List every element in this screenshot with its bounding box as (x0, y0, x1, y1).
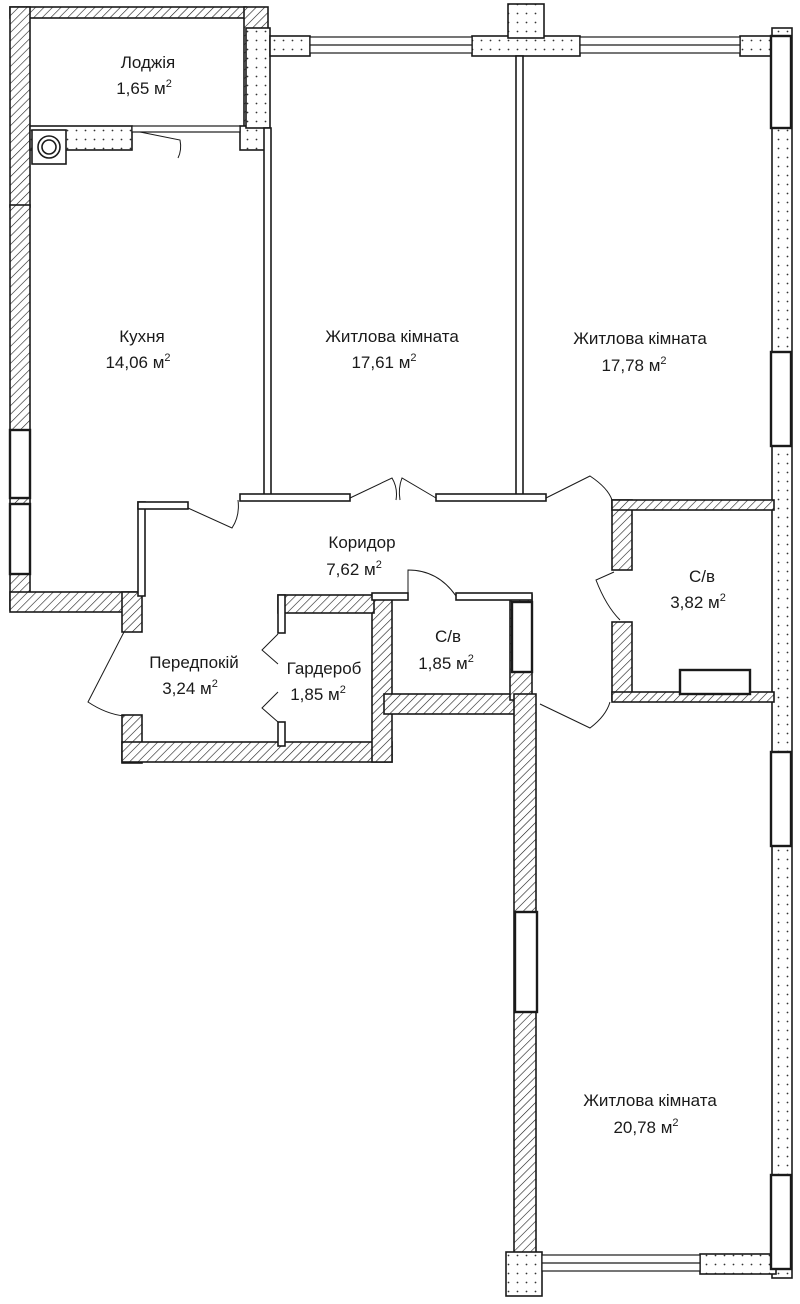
door-wardrobe-1 (261, 633, 279, 665)
room-name-kitchen: Кухня (119, 327, 165, 346)
windows (131, 36, 741, 1272)
room-area-bath-small: 1,85 м2 (418, 653, 474, 673)
partition-bath-small-top-right (455, 592, 533, 601)
room-area-living3: 20,78 м2 (613, 1117, 678, 1137)
room-name-bath-small: С/в (435, 627, 461, 646)
wall-right-exterior (771, 27, 793, 1279)
room-area-corridor: 7,62 м2 (326, 559, 382, 579)
partition-corridor-kitchen (137, 501, 146, 597)
room-name-bath-large: С/в (689, 567, 715, 586)
wall-bath-large-left-lower (611, 621, 633, 701)
room-name-wardrobe: Гардероб (287, 659, 362, 678)
room-area-kitchen: 14,06 м2 (105, 352, 170, 372)
room-name-living2: Житлова кімната (573, 329, 707, 348)
wall-bottom-segment (699, 1253, 777, 1275)
pylon-bath-large (678, 668, 752, 696)
partition-rooms-corridor-2 (435, 493, 547, 502)
door-loggia (139, 131, 182, 159)
vent-shaft (31, 129, 67, 165)
window-loggia-door (131, 125, 241, 133)
pylon-left-2 (8, 502, 32, 576)
wall-bath-large-top (611, 499, 775, 511)
room-area-hall: 3,24 м2 (162, 678, 218, 698)
partition-rooms-corridor-1 (239, 493, 351, 502)
partition-living1-living2 (515, 55, 524, 501)
pylon-right-4 (769, 1173, 793, 1271)
pylon-interior (513, 910, 539, 1014)
partition-wardrobe-left-upper (277, 594, 286, 634)
doors (87, 131, 621, 729)
room-area-loggia: 1,65 м2 (116, 78, 172, 98)
partition-wardrobe-left-lower (277, 721, 286, 747)
door-wardrobe-2 (261, 691, 279, 723)
door-kitchen (187, 499, 239, 529)
room-name-corridor: Коридор (328, 533, 395, 552)
door-hall-entry (87, 631, 125, 717)
wall-hall-bottom (121, 741, 393, 763)
wall-loggia-left (9, 6, 31, 208)
pylon-right-3 (769, 750, 793, 848)
wall-corridor-left-stub (121, 591, 143, 633)
pylon-right-1 (769, 34, 793, 130)
door-bath-large (595, 571, 621, 621)
wall-wardrobe-right (371, 594, 393, 763)
wall-wardrobe-top (277, 594, 375, 614)
room-area-wardrobe: 1,85 м2 (290, 684, 346, 704)
partition-corridor-kitchen-top (137, 501, 189, 510)
room-name-living1: Житлова кімната (325, 327, 459, 346)
room-name-loggia: Лоджія (121, 53, 176, 72)
wall-loggia-top (9, 6, 247, 19)
pylon-right-2 (769, 350, 793, 448)
partition-kitchen-living1 (263, 127, 272, 501)
wall-bottom-column (505, 1251, 543, 1297)
partition-bath-small-top-left (371, 592, 409, 601)
door-living1-b (398, 477, 437, 501)
door-living1-a (349, 477, 397, 501)
right-wall-pylons (8, 34, 793, 1271)
room-name-living3: Житлова кімната (583, 1091, 717, 1110)
room-area-bath-large: 3,82 м2 (670, 592, 726, 612)
partitions (137, 55, 547, 747)
pylon-bath-small (510, 600, 534, 674)
room-labels: Лоджія 1,65 м2 Кухня 14,06 м2 Житлова кі… (105, 53, 725, 1137)
wall-top-column-1 (245, 27, 271, 129)
wall-top-column-2 (507, 3, 545, 39)
wall-top-segment-2 (471, 35, 581, 57)
room-area-living1: 17,61 м2 (351, 352, 416, 372)
wall-top-segment-1 (269, 35, 311, 57)
room-area-living2: 17,78 м2 (601, 355, 666, 375)
door-bath-small (407, 569, 457, 597)
pylon-left-1 (8, 428, 32, 500)
room-name-hall: Передпокій (149, 653, 239, 672)
wall-kitchen-bottom (9, 591, 141, 613)
door-living2 (545, 475, 613, 501)
door-living3 (539, 701, 611, 729)
walls (9, 3, 793, 1297)
